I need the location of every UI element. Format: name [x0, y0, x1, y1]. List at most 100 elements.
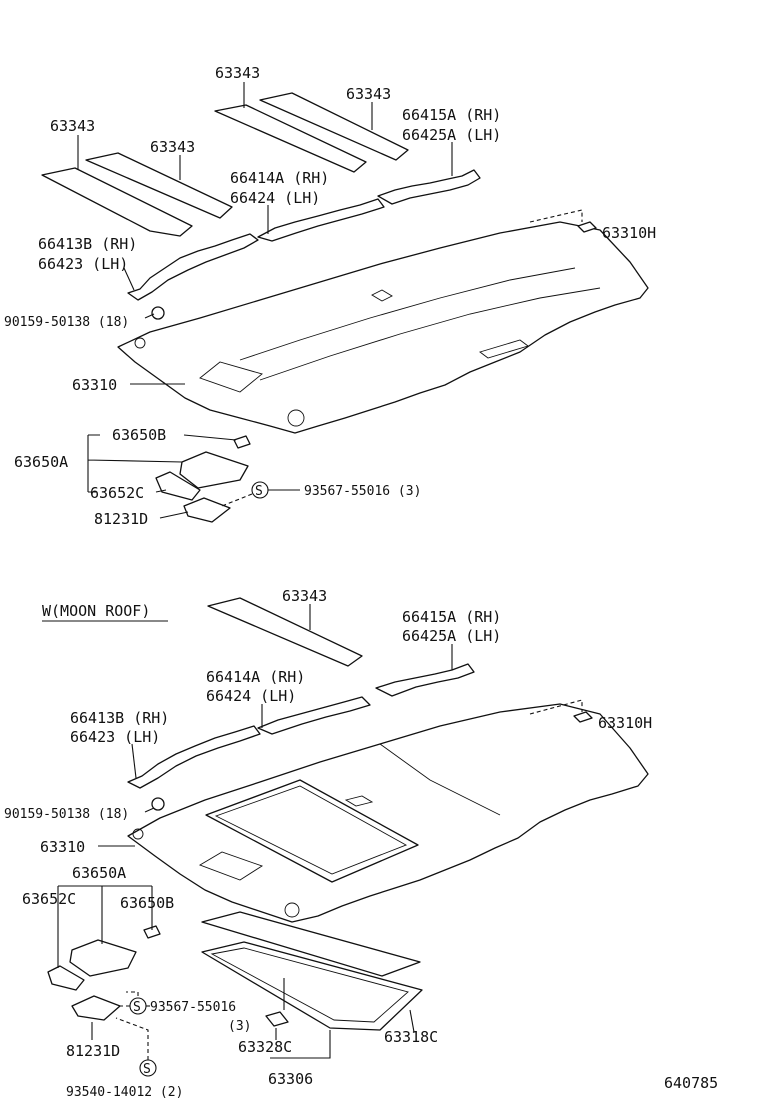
label-63650a: 63650A	[14, 453, 68, 471]
side-rail-bottom-66414a	[257, 696, 371, 735]
clip-bottom-90159	[151, 797, 165, 811]
label-bottom-63652c: 63652C	[22, 890, 76, 908]
label-bottom-63650b: 63650B	[120, 894, 174, 912]
side-rail-66415a	[377, 169, 481, 205]
headliner-bottom-lamp-cutout	[198, 851, 264, 881]
headliner-63310	[117, 221, 649, 434]
label-63310: 63310	[72, 376, 117, 394]
side-rail-66413b	[127, 233, 259, 301]
headliner-bottom-line	[379, 743, 501, 816]
label-63343-d: 63343	[346, 85, 391, 103]
sunroof-opening-inner	[214, 785, 408, 875]
label-81231d: 81231D	[94, 510, 148, 528]
label-66415a: 66415A (RH)	[402, 106, 501, 124]
label-bottom-66423: 66423 (LH)	[70, 728, 160, 746]
screw-symbol-s-bottom-2-label: S	[143, 1062, 151, 1077]
insulator-pad-mid	[214, 104, 367, 173]
lamp-bottom-lens-81231d	[71, 995, 121, 1021]
headliner-bottom-notch	[344, 795, 374, 807]
label-66413b: 66413B (RH)	[38, 235, 137, 253]
side-rail-bottom-66415a	[375, 663, 475, 697]
leader-bottom-63318c	[409, 1009, 415, 1033]
sunroof-opening	[205, 779, 419, 883]
screw-symbol-s-bottom-1-label: S	[133, 1000, 141, 1015]
label-bottom-93567: 93567-55016	[150, 1000, 236, 1015]
leader-66413b	[123, 267, 135, 291]
label-bottom-63306: 63306	[268, 1070, 313, 1088]
leader-bottom-66413b	[131, 743, 137, 779]
label-bottom-66413b: 66413B (RH)	[70, 709, 169, 727]
screw-symbol-s-top-label: S	[255, 484, 263, 499]
label-bottom-63310h: 63310H	[598, 714, 652, 732]
headliner-bottom-hole-front	[284, 902, 300, 918]
label-66423: 66423 (LH)	[38, 255, 128, 273]
leader-63652c	[155, 489, 167, 493]
label-63652c: 63652C	[90, 484, 144, 502]
clip-bottom-63310h	[573, 711, 593, 723]
lamp-bottom-housing-63650a	[69, 939, 137, 977]
leader-63650a-bracket	[87, 434, 183, 493]
leader-bottom-93540-dash	[115, 1017, 149, 1060]
insulator-pad-left-2	[85, 152, 233, 219]
label-63650b: 63650B	[112, 426, 166, 444]
label-bottom-93540: 93540-14012 (2)	[66, 1085, 183, 1100]
label-63343-c: 63343	[215, 64, 260, 82]
side-rail-66414a	[257, 198, 385, 242]
headliner-handle-recess	[479, 339, 529, 359]
headliner-bottom-hole-left	[132, 828, 144, 840]
lamp-bracket-63652c	[155, 471, 201, 501]
leader-81231d	[159, 511, 189, 519]
leader-90159	[144, 313, 155, 319]
clip-bottom-63310h-leader	[529, 699, 583, 715]
label-bottom-63328c: 63328C	[238, 1038, 292, 1056]
label-bottom-90159: 90159-50138 (18)	[4, 807, 129, 822]
label-66424: 66424 (LH)	[230, 189, 320, 207]
sunshade-handle-63328c	[265, 1011, 289, 1027]
label-bottom-66414a: 66414A (RH)	[206, 668, 305, 686]
label-bottom-66415a: 66415A (RH)	[402, 608, 501, 626]
label-66414a: 66414A (RH)	[230, 169, 329, 187]
label-bottom-63650a: 63650A	[72, 864, 126, 882]
lamp-lens-81231d	[183, 497, 231, 523]
leader-93567-dash	[221, 493, 253, 507]
label-bottom-63318c: 63318C	[384, 1028, 438, 1046]
label-93567: 93567-55016 (3)	[304, 484, 421, 499]
headliner-hole-left	[134, 337, 146, 349]
sunshade-lower-63318c	[201, 941, 423, 1031]
sunshade-lower-inner	[210, 947, 409, 1023]
label-bottom-63310: 63310	[40, 838, 85, 856]
top-diagram: S 63343 63343 63343 63343 66415A (RH) 66…	[4, 64, 656, 528]
label-63343-b: 63343	[150, 138, 195, 156]
label-66425a: 66425A (LH)	[402, 126, 501, 144]
label-63310h: 63310H	[602, 224, 656, 242]
leader-bottom-63650a	[57, 885, 153, 968]
side-rail-bottom-66413b	[127, 725, 261, 789]
lamp-cover-63650b	[233, 435, 251, 449]
lamp-bottom-bracket-63652c	[47, 965, 85, 991]
leader-bottom-93567-dash	[116, 991, 139, 1007]
leader-bottom-90159	[144, 807, 155, 813]
headliner-bottom-63310	[127, 703, 649, 923]
insulator-pad-right	[259, 92, 409, 161]
label-bottom-81231d: 81231D	[66, 1042, 120, 1060]
lamp-housing-63650a	[179, 451, 249, 489]
label-bottom-93567-qty: (3)	[228, 1019, 251, 1034]
sunshade-upper-63306	[201, 911, 421, 977]
section-title-moon-roof: W(MOON ROOF)	[42, 602, 150, 620]
clip-63310h-leader	[529, 209, 583, 223]
leader-bottom-63306	[270, 978, 331, 1059]
headliner-inner-line-2	[259, 287, 601, 381]
insulator-pad-bottom	[207, 597, 363, 667]
headliner-lamp-cutout	[199, 361, 263, 393]
clip-63310h	[577, 221, 597, 233]
leader-63650b	[183, 434, 237, 441]
headliner-inner-line-1	[239, 267, 576, 361]
label-bottom-63343: 63343	[282, 587, 327, 605]
label-bottom-66424: 66424 (LH)	[206, 687, 296, 705]
headliner-top-notch	[371, 289, 393, 302]
diagram-code: 640785	[664, 1074, 718, 1092]
label-63343-a: 63343	[50, 117, 95, 135]
headliner-hole-front	[287, 409, 305, 427]
label-bottom-66425a: 66425A (LH)	[402, 627, 501, 645]
